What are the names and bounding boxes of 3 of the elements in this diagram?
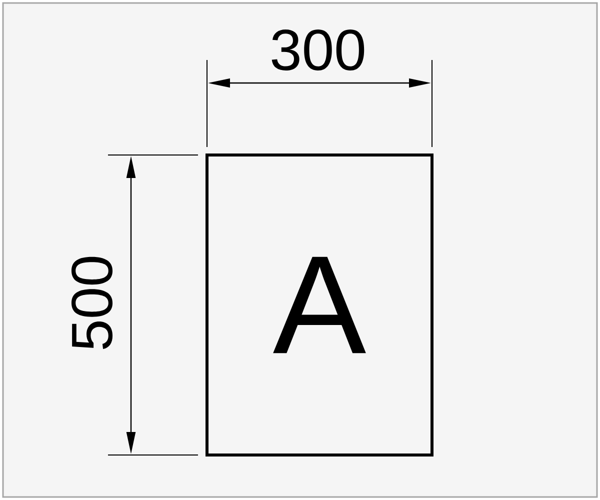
labeled-rectangle: A — [206, 154, 434, 456]
dimension-text: 300 — [272, 29, 364, 71]
dimension-text: 500 — [71, 256, 113, 350]
